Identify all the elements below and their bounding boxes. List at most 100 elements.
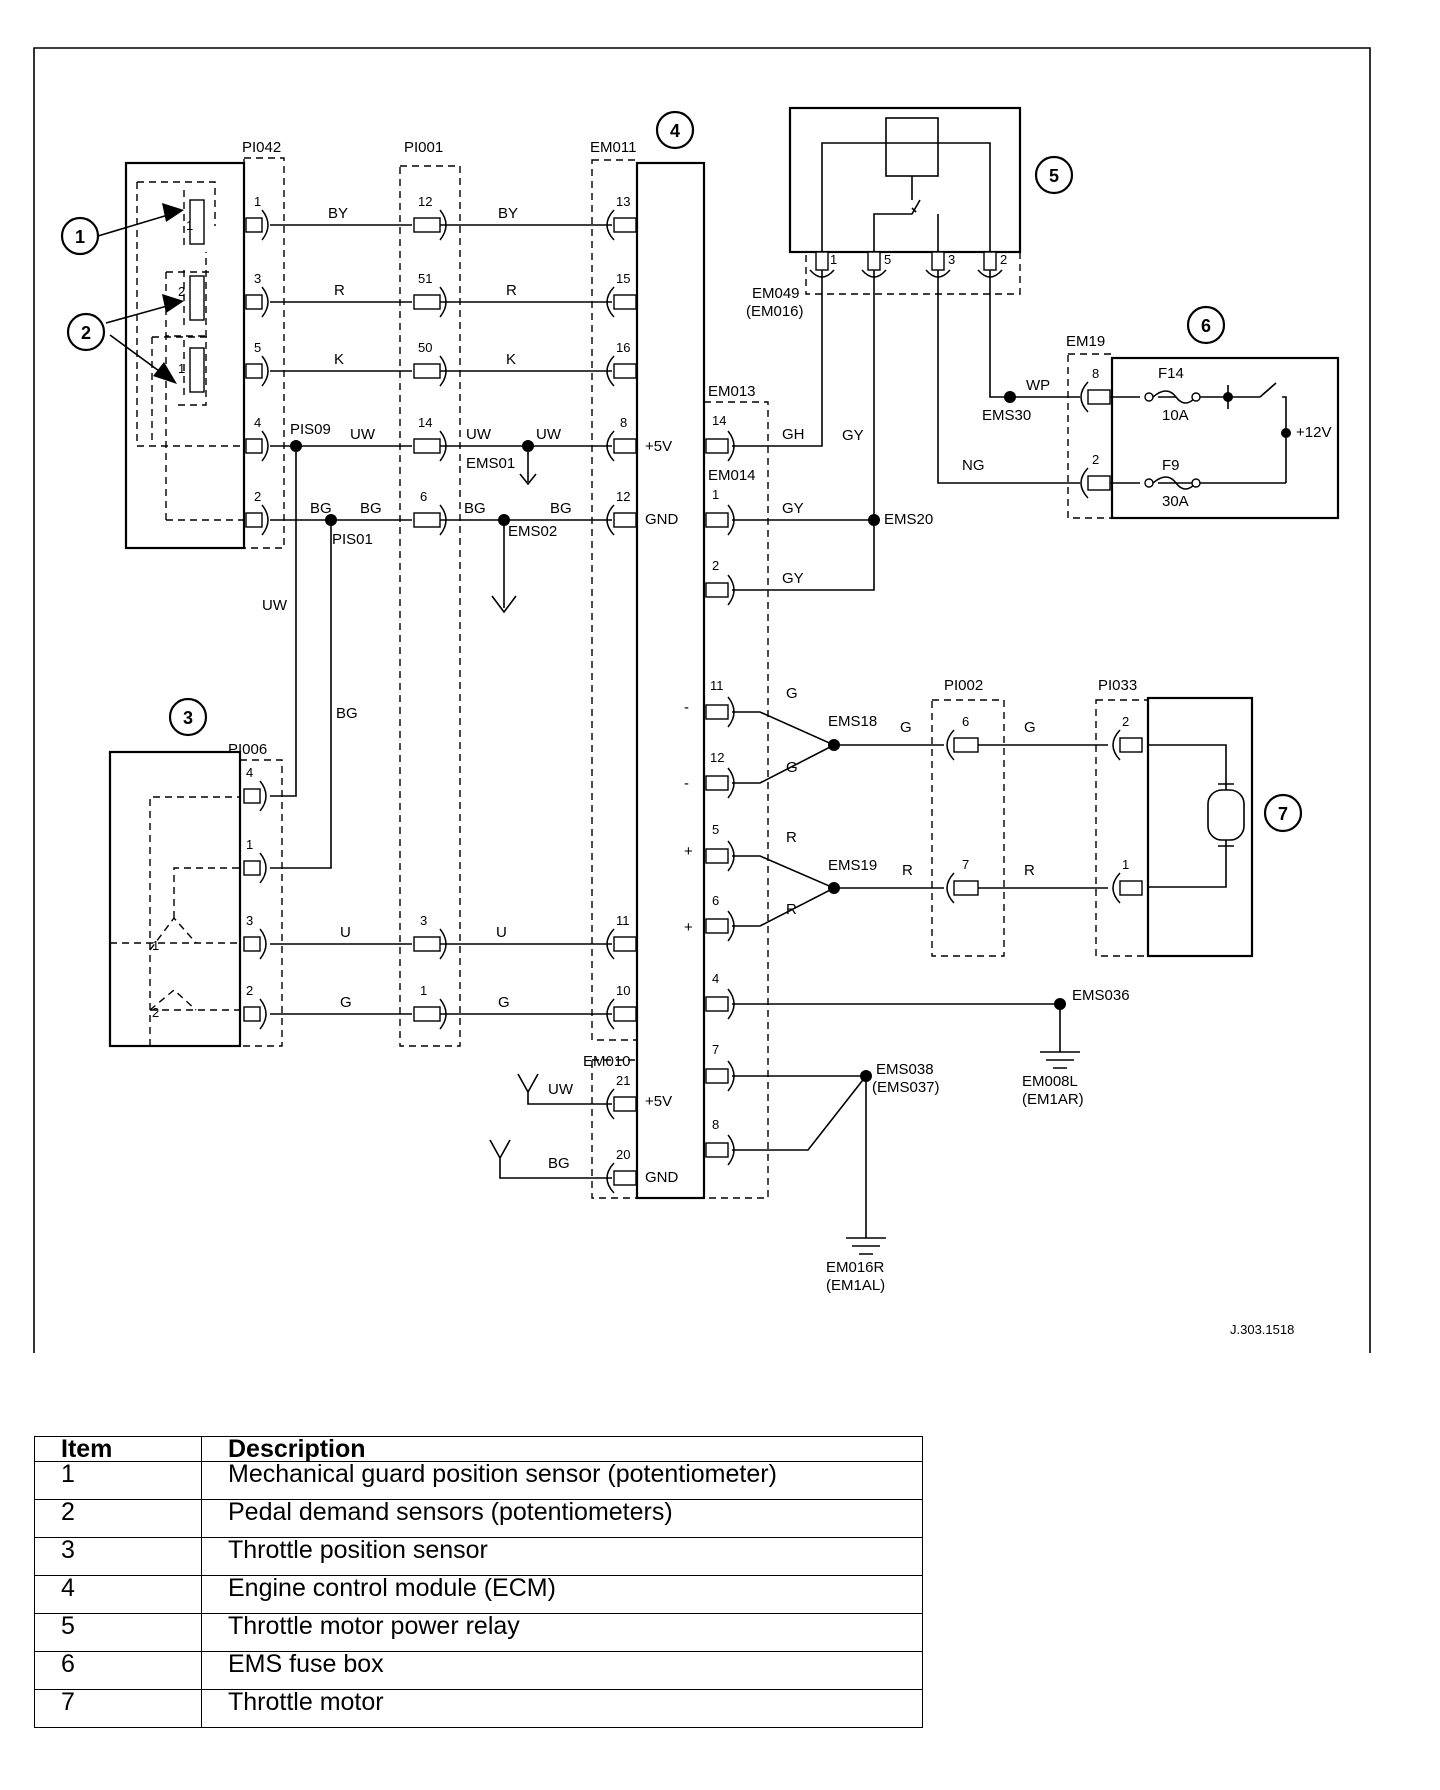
svg-text:12: 12	[418, 194, 432, 209]
svg-text:+5V: +5V	[645, 438, 672, 455]
splice-points	[290, 391, 1066, 1082]
svg-text:+: +	[684, 843, 693, 860]
svg-text:14: 14	[418, 415, 432, 430]
legend-item-description: Throttle motor	[201, 1689, 923, 1728]
svg-text:5: 5	[712, 822, 719, 837]
svg-text:2: 2	[254, 489, 261, 504]
svg-text:7: 7	[712, 1042, 719, 1057]
legend-item-description: Engine control module (ECM)	[201, 1575, 923, 1614]
svg-text:8: 8	[1092, 366, 1099, 381]
svg-text:G: G	[1024, 719, 1036, 736]
ecm-module: +5V GND +5V GND - - + +	[635, 161, 706, 1200]
legend-header-description: Description	[201, 1436, 923, 1462]
connector-label-pi042: PI042	[242, 139, 281, 156]
svg-text:GND: GND	[645, 511, 679, 528]
connector-pi006	[239, 759, 283, 1047]
svg-text:+12V: +12V	[1296, 424, 1331, 441]
svg-text:G: G	[786, 759, 798, 776]
svg-text:12: 12	[616, 489, 630, 504]
throttle-relay	[788, 106, 1022, 254]
svg-text:8: 8	[712, 1117, 719, 1132]
connector-pi002	[931, 699, 1005, 957]
svg-text:UW: UW	[350, 426, 376, 443]
svg-text:PIS09: PIS09	[290, 421, 331, 438]
svg-text:3: 3	[420, 913, 427, 928]
pedal-sensor-assembly: 2 1	[97, 161, 246, 550]
svg-text:UW: UW	[466, 426, 492, 443]
svg-text:BY: BY	[328, 205, 348, 222]
connector-label-em014: EM014	[708, 467, 756, 484]
svg-text:BG: BG	[464, 500, 486, 517]
svg-text:BY: BY	[498, 205, 518, 222]
svg-text:4: 4	[712, 971, 719, 986]
legend-header-item: Item	[34, 1436, 202, 1462]
svg-text:7: 7	[962, 857, 969, 872]
connector-label-em013: EM013	[708, 383, 756, 400]
svg-text:1: 1	[246, 837, 253, 852]
svg-text:+5V: +5V	[645, 1093, 672, 1110]
throttle-motor	[1146, 696, 1254, 958]
legend-table: Item Description 1 Mechanical guard posi…	[34, 1436, 923, 1728]
connector-label-em011: EM011	[590, 139, 636, 156]
legend-item-number: 1	[34, 1461, 202, 1500]
svg-text:UW: UW	[536, 426, 562, 443]
svg-text:EMS19: EMS19	[828, 857, 877, 874]
svg-text:1: 1	[1122, 857, 1129, 872]
svg-text:GY: GY	[842, 427, 864, 444]
connector-pi001	[399, 165, 461, 1047]
legend-header-row: Item Description	[34, 1436, 923, 1462]
legend-item-number: 7	[34, 1689, 202, 1728]
svg-text:G: G	[340, 994, 352, 1011]
connector-label-em19: EM19	[1066, 333, 1105, 350]
ground-em016r-alt: (EM1AL)	[826, 1277, 885, 1294]
svg-text:4: 4	[254, 415, 261, 430]
svg-text:EMS02: EMS02	[508, 523, 557, 540]
svg-text:R: R	[786, 901, 797, 918]
connector-em011	[591, 159, 639, 1041]
svg-text:1: 1	[75, 227, 85, 247]
svg-text:PIS01: PIS01	[332, 531, 373, 548]
legend-item-description: Pedal demand sensors (potentiometers)	[201, 1499, 923, 1538]
connector-label-em049-alt: (EM016)	[746, 303, 804, 320]
table-row: 1 Mechanical guard position sensor (pote…	[34, 1461, 923, 1500]
legend-item-description: Mechanical guard position sensor (potent…	[201, 1461, 923, 1500]
svg-text:1: 1	[152, 938, 159, 953]
svg-text:F9: F9	[1162, 457, 1180, 474]
svg-text:2: 2	[246, 983, 253, 998]
splice-labels: PIS09 PIS01 EMS01 EMS02 EMS20 EMS30 EMS1…	[290, 407, 1130, 1294]
throttle-position-sensor: 1 2	[108, 750, 242, 1048]
ground-em008l: EM008L	[1022, 1073, 1078, 1090]
svg-text:GY: GY	[782, 500, 804, 517]
svg-text:K: K	[506, 351, 516, 368]
svg-text:16: 16	[616, 340, 630, 355]
svg-text:R: R	[1024, 862, 1035, 879]
svg-text:4: 4	[670, 121, 680, 141]
svg-text:3: 3	[246, 913, 253, 928]
callout-7: 7	[1263, 793, 1303, 833]
connector-em049	[805, 249, 1021, 295]
svg-text:BG: BG	[550, 500, 572, 517]
svg-text:U: U	[340, 924, 351, 941]
svg-text:EMS036: EMS036	[1072, 987, 1130, 1004]
wire-color-labels: BY BY R R K K UW UW UW BG BG BG BG UW BG…	[262, 205, 1050, 1172]
legend-item-description: EMS fuse box	[201, 1651, 923, 1690]
svg-text:1: 1	[830, 252, 837, 267]
svg-text:BG: BG	[310, 500, 332, 517]
sensor-pin-label: 2	[178, 284, 185, 299]
svg-text:50: 50	[418, 340, 432, 355]
connector-pi042	[243, 157, 285, 549]
svg-text:8: 8	[620, 415, 627, 430]
svg-text:R: R	[506, 282, 517, 299]
svg-text:EMS18: EMS18	[828, 713, 877, 730]
pin-numbers: 1 3 5 4 2 12 51 50 14 6 3 1 13 15 16 8 1…	[186, 194, 1129, 1162]
svg-text:11: 11	[710, 678, 724, 693]
connector-label-pi002: PI002	[944, 677, 983, 694]
table-row: 5 Throttle motor power relay	[34, 1613, 923, 1652]
callout-1: 1	[60, 216, 100, 256]
legend-item-number: 2	[34, 1499, 202, 1538]
callout-2: 2	[66, 312, 106, 352]
svg-text:5: 5	[1049, 166, 1059, 186]
legend-item-number: 5	[34, 1613, 202, 1652]
callout-3: 3	[168, 697, 208, 737]
svg-text:15: 15	[616, 271, 630, 286]
